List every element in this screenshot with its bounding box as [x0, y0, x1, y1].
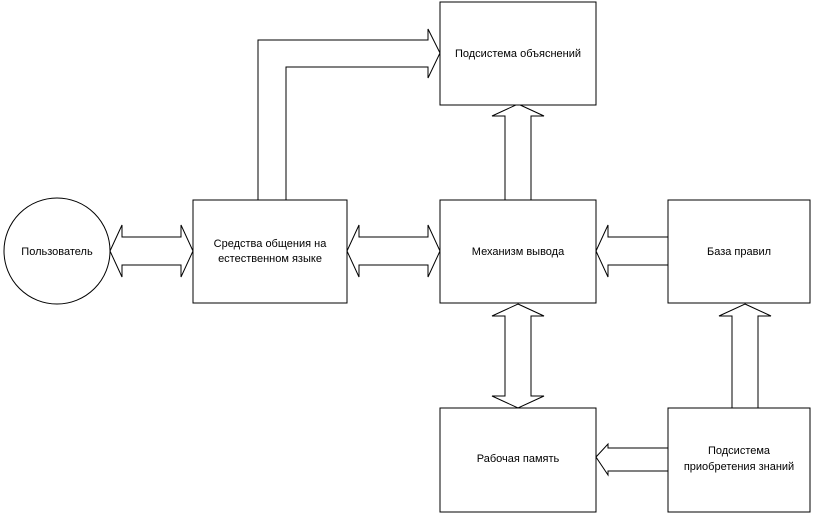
nl-interface-label-line1: Средства общения на [214, 238, 328, 250]
arrow-acquisition-memory [595, 442, 669, 477]
arrow-user-nl [109, 224, 194, 278]
nl-interface-node [192, 199, 348, 304]
arrow-nl-explanation [257, 28, 441, 201]
rules-node [667, 199, 811, 304]
user-node [3, 197, 111, 305]
inference-label: Механизм вывода [472, 246, 565, 258]
explanation-label: Подсистема объяснений [455, 48, 581, 60]
arrow-acquisition-rules [718, 303, 772, 409]
acquisition-label-line2: приобретения знаний [684, 461, 794, 473]
nl-interface-label-line2: естественном языке [218, 253, 322, 265]
rules-label: База правил [707, 246, 771, 258]
explanation-node [439, 1, 597, 106]
user-label: Пользователь [21, 246, 93, 258]
arrow-nl-inference [346, 224, 441, 278]
memory-label: Рабочая память [477, 453, 560, 465]
arrow-inference-memory [491, 303, 545, 409]
acquisition-node [667, 407, 811, 513]
inference-node [439, 199, 597, 304]
arrow-inference-explanation [491, 103, 545, 201]
acquisition-label-line1: Подсистема [708, 445, 771, 457]
memory-node [439, 407, 597, 513]
arrow-rules-inference [595, 224, 669, 278]
